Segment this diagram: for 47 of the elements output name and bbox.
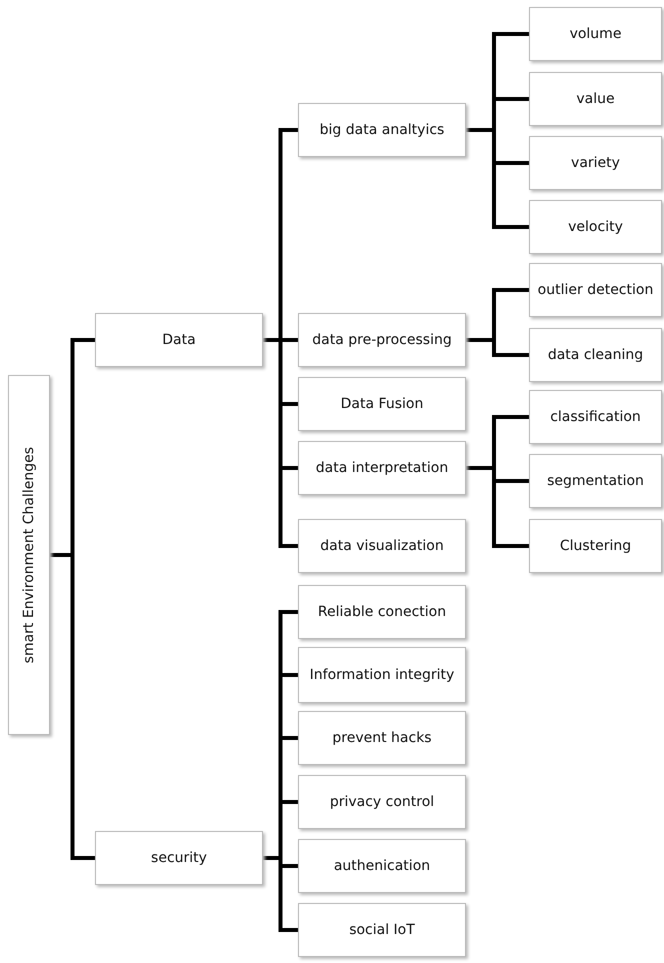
node-label: authenication [334, 858, 430, 874]
category-box [529, 454, 662, 508]
node-label: data cleaning [548, 346, 644, 364]
category-box [298, 711, 466, 765]
node-label: outlier detection [538, 282, 654, 298]
connector-line [50, 553, 95, 860]
category-box [529, 390, 662, 444]
category-box [529, 328, 662, 382]
category-box [298, 103, 466, 157]
category-box [95, 831, 263, 885]
category-box [298, 903, 466, 957]
category-box [529, 519, 662, 573]
node-label: Reliable conection [318, 604, 446, 620]
node-label: volume [570, 26, 622, 42]
node-label: smart Environment Challenges [20, 446, 38, 664]
node-label: data interpretation [316, 460, 448, 476]
category-box [298, 441, 466, 495]
node-label: velocity [568, 218, 623, 236]
category-box [298, 377, 466, 431]
category-box [95, 313, 263, 367]
node-label: Clustering [560, 538, 632, 554]
node-label: data visualization [320, 538, 444, 554]
category-box [298, 519, 466, 573]
node-label: prevent hacks [332, 730, 432, 746]
node-label: data pre-processing [312, 332, 452, 348]
node-label: value [576, 90, 615, 108]
node-label: variety [571, 154, 620, 172]
node-label: Data Fusion [340, 396, 424, 412]
node-label: classification [550, 408, 641, 426]
node-label: segmentation [547, 472, 644, 490]
node-label: Information integrity [310, 666, 454, 684]
root-box [8, 375, 50, 735]
category-box [529, 72, 662, 126]
node-label: privacy control [330, 794, 434, 810]
category-box [298, 775, 466, 829]
category-box [529, 136, 662, 190]
category-box [298, 647, 466, 703]
category-box [298, 585, 466, 639]
category-box [529, 263, 662, 317]
node-label: big data analtyics [320, 122, 444, 138]
node-label: security [151, 850, 207, 866]
category-box [529, 200, 662, 254]
node-label: Data [162, 332, 196, 348]
category-box [529, 7, 662, 61]
category-box [298, 839, 466, 893]
category-box [298, 313, 466, 367]
node-label: social IoT [349, 922, 415, 938]
